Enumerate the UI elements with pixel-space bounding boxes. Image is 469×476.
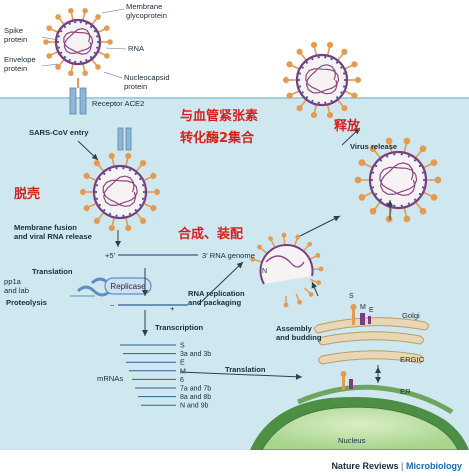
mrna-label: 8a and 8b [180, 394, 211, 401]
membrane-glycoprotein-label: Membrane glycoprotein [126, 2, 167, 20]
envelope-protein-label-line1: Envelope [4, 55, 36, 64]
receptor-ace2-label: Receptor ACE2 [92, 99, 144, 108]
rna-replication-label: RNA replication and packaging [188, 289, 247, 307]
ace2-receptor [69, 87, 132, 151]
plus5-label: +5' [105, 251, 116, 260]
ace2-binding-note-line1: 与血管紧张素 [180, 108, 258, 124]
translation-label: Translation [32, 267, 73, 276]
nucleocapsid-protein-label-line1: Nucleocapsid [124, 73, 170, 82]
s-label: S [349, 293, 354, 300]
mrna-label: E [180, 360, 185, 367]
virus-release-label: Virus release [350, 142, 397, 151]
membrane-fusion-label: Membrane fusion and viral RNA release [14, 223, 92, 241]
replicase-box [104, 277, 152, 295]
plus-label: + [170, 304, 175, 313]
ergic-label: ERGIC [400, 355, 425, 364]
membrane-fusion-label-line2: and viral RNA release [14, 232, 92, 241]
rna-replication-label-line2: and packaging [188, 298, 242, 307]
transcription-label: Transcription [155, 323, 203, 332]
er-membrane [297, 384, 454, 415]
virion-uncoating [79, 152, 161, 232]
membrane-glycoprotein-label-line1: Membrane [126, 2, 162, 11]
nucleus-label: Nucleus [338, 436, 366, 445]
translation2-label: Translation [225, 365, 266, 374]
mrna-label: 7a and 7b [180, 386, 211, 393]
footer-separator: | [398, 461, 406, 471]
sars-cov-entry-label: SARS-CoV entry [29, 128, 89, 137]
proteolysis-label: Proteolysis [6, 298, 47, 307]
virion-extracellular [43, 8, 113, 76]
er-label: ER [400, 387, 411, 396]
ace2-binding-note-line2: 转化酶2集合 [180, 130, 255, 146]
golgi-label: Golgi [402, 311, 420, 320]
n-label: N [262, 268, 267, 275]
virion-mature [354, 137, 442, 223]
rna-label: RNA [128, 44, 145, 53]
nucleocapsid-protein-label: Nucleocapsid protein [124, 73, 172, 91]
nucleus [250, 396, 469, 451]
spike-protein-label-line1: Spike [4, 26, 23, 35]
virion-released [282, 41, 362, 119]
footer-section: Microbiology [406, 461, 462, 471]
uncoating-note: 脱壳 [14, 186, 40, 202]
rna-replication-label-line1: RNA replication [188, 289, 245, 298]
spike-protein-label: Spike protein [4, 26, 27, 44]
membrane-fusion-label-line1: Membrane fusion [14, 223, 77, 232]
leader-lines [41, 8, 127, 79]
mrna-label: N and 9b [180, 403, 209, 410]
mrna-label: 6 [180, 377, 184, 384]
spike-protein-label-line2: protein [4, 35, 27, 44]
synthesis-assembly-note: 合成、装配 [178, 226, 243, 242]
assembly-label-line1: Assembly [276, 324, 313, 333]
pathway-arrows [77, 127, 393, 383]
footer-credit: Nature Reviews | Microbiology [331, 461, 462, 471]
e-label: E [369, 307, 374, 314]
replicase-label: Replicase [110, 282, 146, 291]
assembly-label: Assembly and budding [276, 324, 322, 342]
footer-bar [0, 450, 469, 476]
genome-label: 3' RNA genome [202, 251, 255, 260]
pp1a-label-line2: and lab [4, 286, 29, 295]
footer-journal: Nature Reviews [331, 461, 398, 471]
virion-budding [250, 232, 324, 308]
membrane-glycoprotein-label-line2: glycoprotein [126, 11, 167, 20]
rna-genome-strands [118, 254, 198, 306]
pp1a-label-line1: pp1a [4, 277, 22, 286]
mrna-label: 3a and 3b [180, 351, 211, 358]
m-label: M [360, 304, 366, 311]
assembly-label-line2: and budding [276, 333, 322, 342]
golgi-stacks [314, 317, 429, 365]
membrane-proteins [340, 304, 371, 390]
pp1a-label: pp1a and lab [4, 277, 29, 295]
virion-layer [43, 8, 442, 308]
minus-label: − [110, 301, 115, 310]
mrna-label: S [180, 343, 185, 350]
release-note: 释放 [334, 118, 361, 134]
envelope-protein-label-line2: protein [4, 64, 27, 73]
nucleocapsid-protein-label-line2: protein [124, 82, 147, 91]
mrnas-label: mRNAs [97, 374, 123, 383]
envelope-protein-label: Envelope protein [4, 55, 38, 73]
